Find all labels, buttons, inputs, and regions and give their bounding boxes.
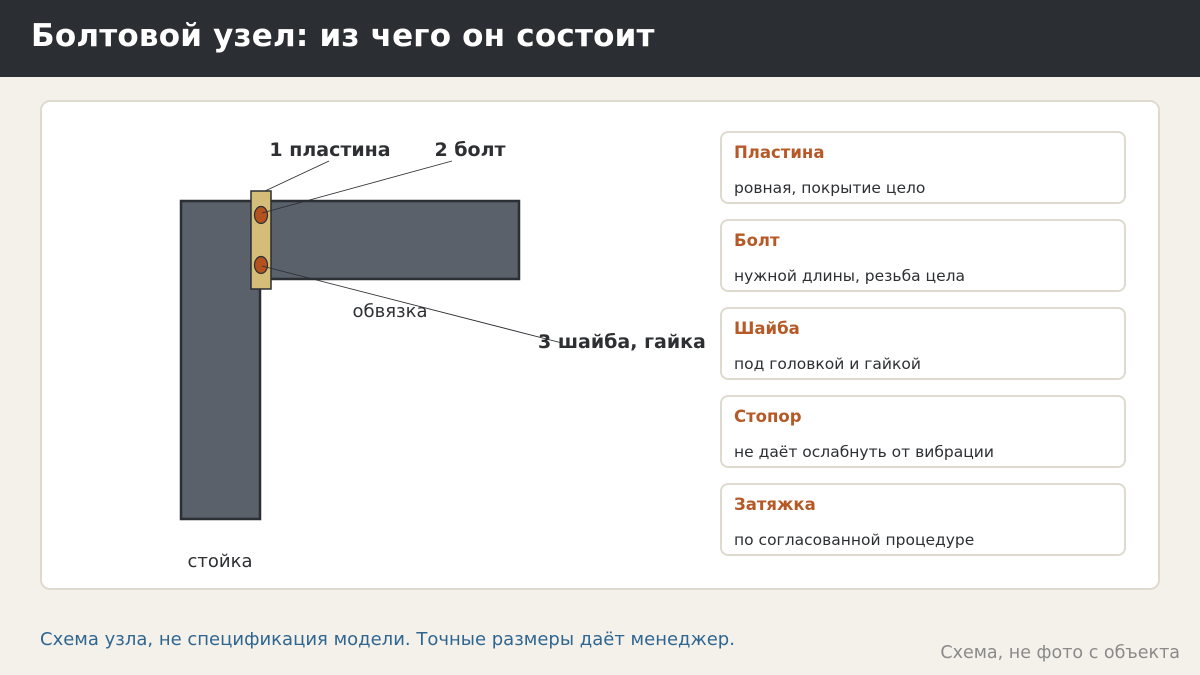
part-description: нужной длины, резьба цела: [734, 267, 966, 285]
footer-caption: Схема узла, не спецификация модели. Точн…: [40, 629, 735, 650]
bolt-bottom-shape: [253, 255, 269, 275]
callout-bolt: 2 болт: [434, 139, 505, 161]
part-card-plate: Пластина ровная, покрытие цело: [720, 131, 1126, 204]
part-title: Шайба: [734, 319, 800, 338]
leader-line-washer: [261, 265, 563, 344]
plate-shape: [250, 190, 272, 290]
post-shape: [179, 199, 262, 521]
part-description: под головкой и гайкой: [734, 355, 921, 373]
leader-line-plate: [264, 160, 330, 192]
part-card-tightening: Затяжка по согласованной процедуре: [720, 483, 1126, 556]
part-description: не даёт ослабнуть от вибрации: [734, 443, 994, 461]
part-card-washer: Шайба под головкой и гайкой: [720, 307, 1126, 380]
part-title: Затяжка: [734, 495, 816, 514]
leader-line-bolt: [261, 160, 453, 214]
callout-washer-nut: 3 шайба, гайка: [538, 331, 706, 353]
header-bar: Болтовой узел: из чего он состоит: [0, 0, 1200, 77]
page-title: Болтовой узел: из чего он состоит: [31, 18, 655, 54]
callout-plate: 1 пластина: [269, 139, 390, 161]
part-title: Стопор: [734, 407, 802, 426]
part-title: Пластина: [734, 143, 825, 162]
part-description: по согласованной процедуре: [734, 531, 975, 549]
beam-shape: [258, 199, 521, 281]
post-label: стойка: [188, 551, 253, 572]
part-description: ровная, покрытие цело: [734, 179, 926, 197]
beam-label: обвязка: [352, 301, 427, 322]
bolt-top-shape: [253, 205, 269, 225]
part-card-lock: Стопор не даёт ослабнуть от вибрации: [720, 395, 1126, 468]
part-card-bolt: Болт нужной длины, резьба цела: [720, 219, 1126, 292]
footer-note: Схема, не фото с объекта: [940, 643, 1180, 663]
part-title: Болт: [734, 231, 780, 250]
